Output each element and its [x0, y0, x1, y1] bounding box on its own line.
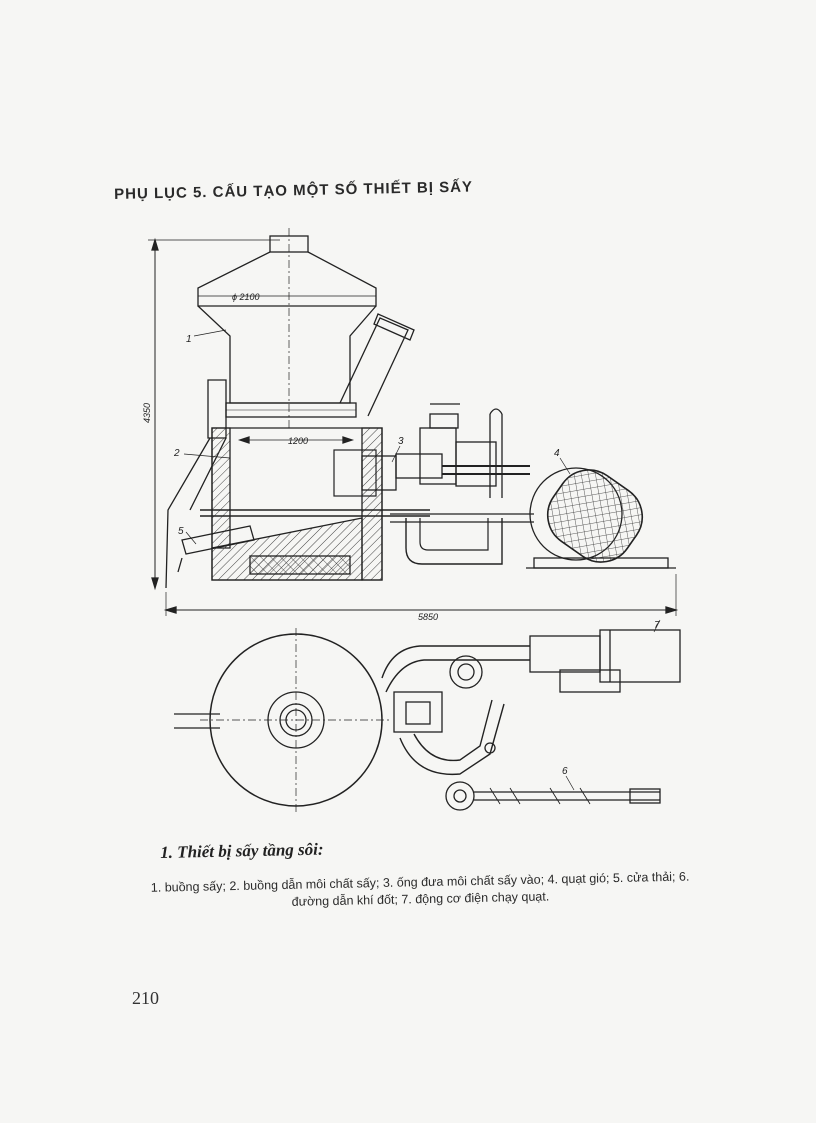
- dimension-height-label: 4350: [142, 403, 152, 423]
- section-title: 1. Thiết bị sấy tầng sôi:: [160, 839, 324, 862]
- plan-view: [174, 619, 681, 812]
- figure-caption: 1. buồng sấy; 2. buồng dẫn môi chất sấy;…: [150, 869, 690, 909]
- dimension-diameter-label: ϕ 2100: [232, 292, 260, 302]
- part-label-6: 6: [562, 766, 568, 777]
- part-label-4: 4: [554, 448, 560, 459]
- side-elevation-view: [148, 228, 679, 616]
- dryer-technical-drawing: ϕ 2100 1200 4350 5850 1 2 3 4 5 6 7: [142, 228, 681, 812]
- page-number: 210: [132, 988, 159, 1008]
- part-label-5: 5: [178, 526, 184, 537]
- part-label-2: 2: [173, 448, 180, 459]
- part-label-3: 3: [398, 436, 404, 447]
- dimension-width-label: 1200: [288, 436, 308, 446]
- part-label-1: 1: [186, 334, 192, 345]
- appendix-heading: PHỤ LỤC 5. CẤU TẠO MỘT SỐ THIẾT BỊ SẤY: [114, 178, 474, 203]
- dimension-length-label: 5850: [418, 612, 438, 622]
